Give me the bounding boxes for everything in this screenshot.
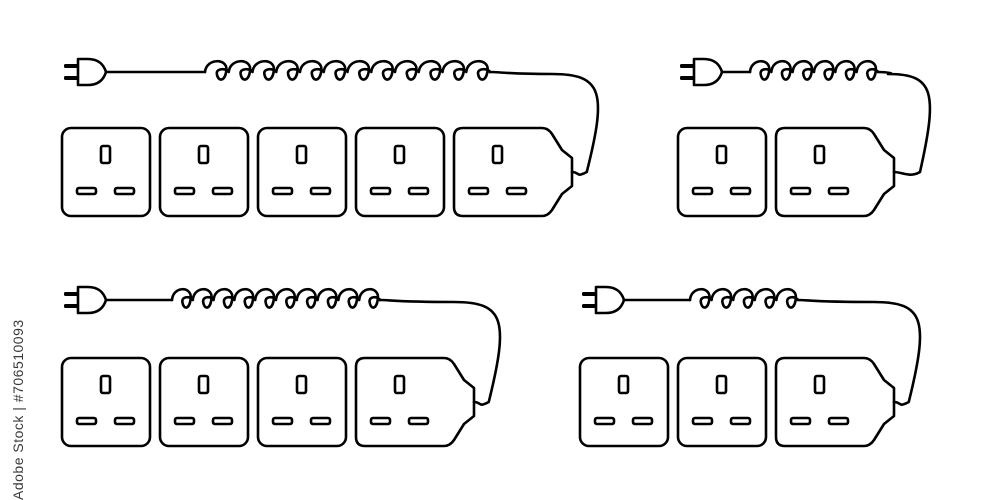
live-slot: [75, 186, 98, 196]
live-slot: [369, 416, 392, 426]
coiled-cable: [720, 59, 932, 176]
earth-slot: [393, 374, 406, 395]
power-strip-5-socket: [60, 57, 600, 218]
socket: [60, 126, 152, 218]
socket: [774, 126, 896, 218]
earth-slot: [295, 144, 308, 165]
plug-icon: [582, 285, 626, 315]
live-slot: [691, 186, 714, 196]
live-slot: [691, 416, 714, 426]
neutral-slot: [309, 186, 332, 196]
cable-end-housing: [774, 126, 896, 218]
neutral-slot: [407, 186, 430, 196]
socket: [256, 126, 348, 218]
coiled-cable: [104, 287, 502, 406]
cable-end-housing: [774, 356, 896, 448]
earth-slot: [197, 144, 210, 165]
neutral-slot: [211, 186, 234, 196]
cable-loop: [488, 70, 600, 176]
earth-slot: [99, 144, 112, 165]
socket: [158, 126, 250, 218]
power-strip-2-socket: [676, 57, 932, 218]
earth-slot: [617, 374, 630, 395]
live-slot: [369, 186, 392, 196]
neutral-slot: [113, 186, 136, 196]
neutral-slot: [113, 416, 136, 426]
live-slot: [271, 416, 294, 426]
live-slot: [593, 416, 616, 426]
earth-slot: [295, 374, 308, 395]
live-slot: [467, 186, 490, 196]
socket: [354, 356, 476, 448]
coiled-cable: [104, 59, 600, 176]
socket: [158, 356, 250, 448]
earth-slot: [491, 144, 504, 165]
earth-slot: [715, 144, 728, 165]
socket: [256, 356, 348, 448]
earth-slot: [813, 144, 826, 165]
plug-icon: [680, 57, 724, 87]
cable-loop: [876, 70, 932, 176]
stock-id-watermark: Adobe Stock | #706510093: [10, 319, 26, 500]
neutral-slot: [309, 416, 332, 426]
neutral-slot: [631, 416, 654, 426]
neutral-slot: [729, 416, 752, 426]
neutral-slot: [827, 186, 850, 196]
coiled-cable: [622, 287, 922, 406]
plug-icon: [64, 285, 108, 315]
earth-slot: [813, 374, 826, 395]
cable-loop: [796, 298, 922, 406]
neutral-slot: [827, 416, 850, 426]
earth-slot: [393, 144, 406, 165]
neutral-slot: [211, 416, 234, 426]
socket: [676, 356, 768, 448]
socket: [676, 126, 768, 218]
cable-end-housing: [354, 356, 476, 448]
neutral-slot: [505, 186, 528, 196]
socket: [60, 356, 152, 448]
earth-slot: [99, 374, 112, 395]
cable-end-housing: [452, 126, 574, 218]
socket: [452, 126, 574, 218]
socket: [578, 356, 670, 448]
live-slot: [271, 186, 294, 196]
live-slot: [789, 186, 812, 196]
live-slot: [173, 186, 196, 196]
socket: [774, 356, 896, 448]
live-slot: [789, 416, 812, 426]
socket: [354, 126, 446, 218]
live-slot: [173, 416, 196, 426]
power-strip-4-socket: [60, 285, 502, 448]
cable-loop: [378, 298, 502, 406]
power-strip-3-socket: [578, 285, 922, 448]
earth-slot: [197, 374, 210, 395]
plug-icon: [64, 57, 108, 87]
live-slot: [75, 416, 98, 426]
earth-slot: [715, 374, 728, 395]
neutral-slot: [407, 416, 430, 426]
neutral-slot: [729, 186, 752, 196]
